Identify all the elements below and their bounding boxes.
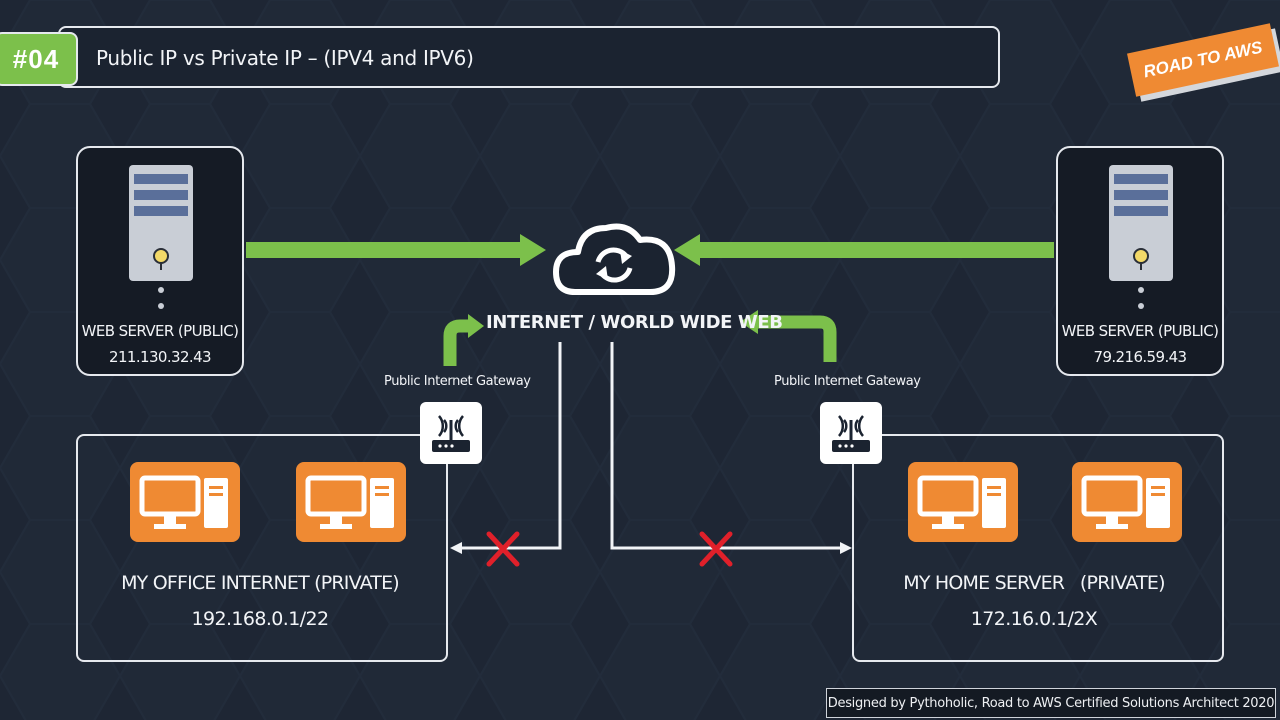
desktop-computer-icon xyxy=(305,475,394,529)
blocked-line-home xyxy=(610,342,852,554)
server-left-label: WEB SERVER (PUBLIC) xyxy=(81,322,239,340)
desktop-computer-icon xyxy=(139,475,228,529)
block-x-office xyxy=(486,531,520,567)
router-left xyxy=(420,402,482,464)
block-x-home xyxy=(699,531,733,567)
arrow-right-server-to-internet xyxy=(674,234,1054,266)
desktop-computer-icon xyxy=(1081,475,1170,529)
page-title: Public IP vs Private IP – (IPV4 and IPV6… xyxy=(96,46,474,70)
server-right-ip: 79.216.59.43 xyxy=(1093,348,1188,366)
wifi-router-icon xyxy=(432,415,470,452)
footer-credit: Designed by Pythoholic, Road to AWS Cert… xyxy=(826,688,1276,718)
home-computer-2 xyxy=(1072,462,1182,542)
server-right-label: WEB SERVER (PUBLIC) xyxy=(1061,322,1219,340)
home-computer-1 xyxy=(908,462,1018,542)
desktop-computer-icon xyxy=(917,475,1006,529)
server-tower-icon xyxy=(129,165,193,309)
server-left-ip: 211.130.32.43 xyxy=(109,348,212,366)
arrow-right-gateway-up xyxy=(740,310,837,362)
server-tower-icon xyxy=(1109,165,1173,309)
server-card-right: WEB SERVER (PUBLIC) 79.216.59.43 xyxy=(1056,146,1224,376)
header-bar xyxy=(58,26,1000,88)
office-computer-2 xyxy=(296,462,406,542)
cloud-sync-icon xyxy=(553,223,676,295)
blocked-line-office xyxy=(450,342,562,554)
internet-label: INTERNET / WORLD WIDE WEB xyxy=(486,312,783,333)
arrow-left-server-to-internet xyxy=(246,234,546,266)
network-office-title: MY OFFICE INTERNET (PRIVATE) xyxy=(121,572,400,594)
arrow-left-gateway-up xyxy=(443,314,484,366)
network-office-ip: 192.168.0.1/22 xyxy=(191,608,329,630)
network-box-office: MY OFFICE INTERNET (PRIVATE) 192.168.0.1… xyxy=(76,434,448,662)
network-box-home: MY HOME SERVER (PRIVATE) 172.16.0.1/2X xyxy=(852,434,1224,662)
gateway-right-label: Public Internet Gateway xyxy=(774,374,921,389)
network-home-ip: 172.16.0.1/2X xyxy=(970,608,1098,630)
router-right xyxy=(820,402,882,464)
episode-badge: #04 xyxy=(0,32,78,86)
wifi-router-icon xyxy=(832,415,870,452)
network-home-title: MY HOME SERVER (PRIVATE) xyxy=(903,572,1165,594)
gateway-left-label: Public Internet Gateway xyxy=(384,374,531,389)
office-computer-1 xyxy=(130,462,240,542)
server-card-left: WEB SERVER (PUBLIC) 211.130.32.43 xyxy=(76,146,244,376)
